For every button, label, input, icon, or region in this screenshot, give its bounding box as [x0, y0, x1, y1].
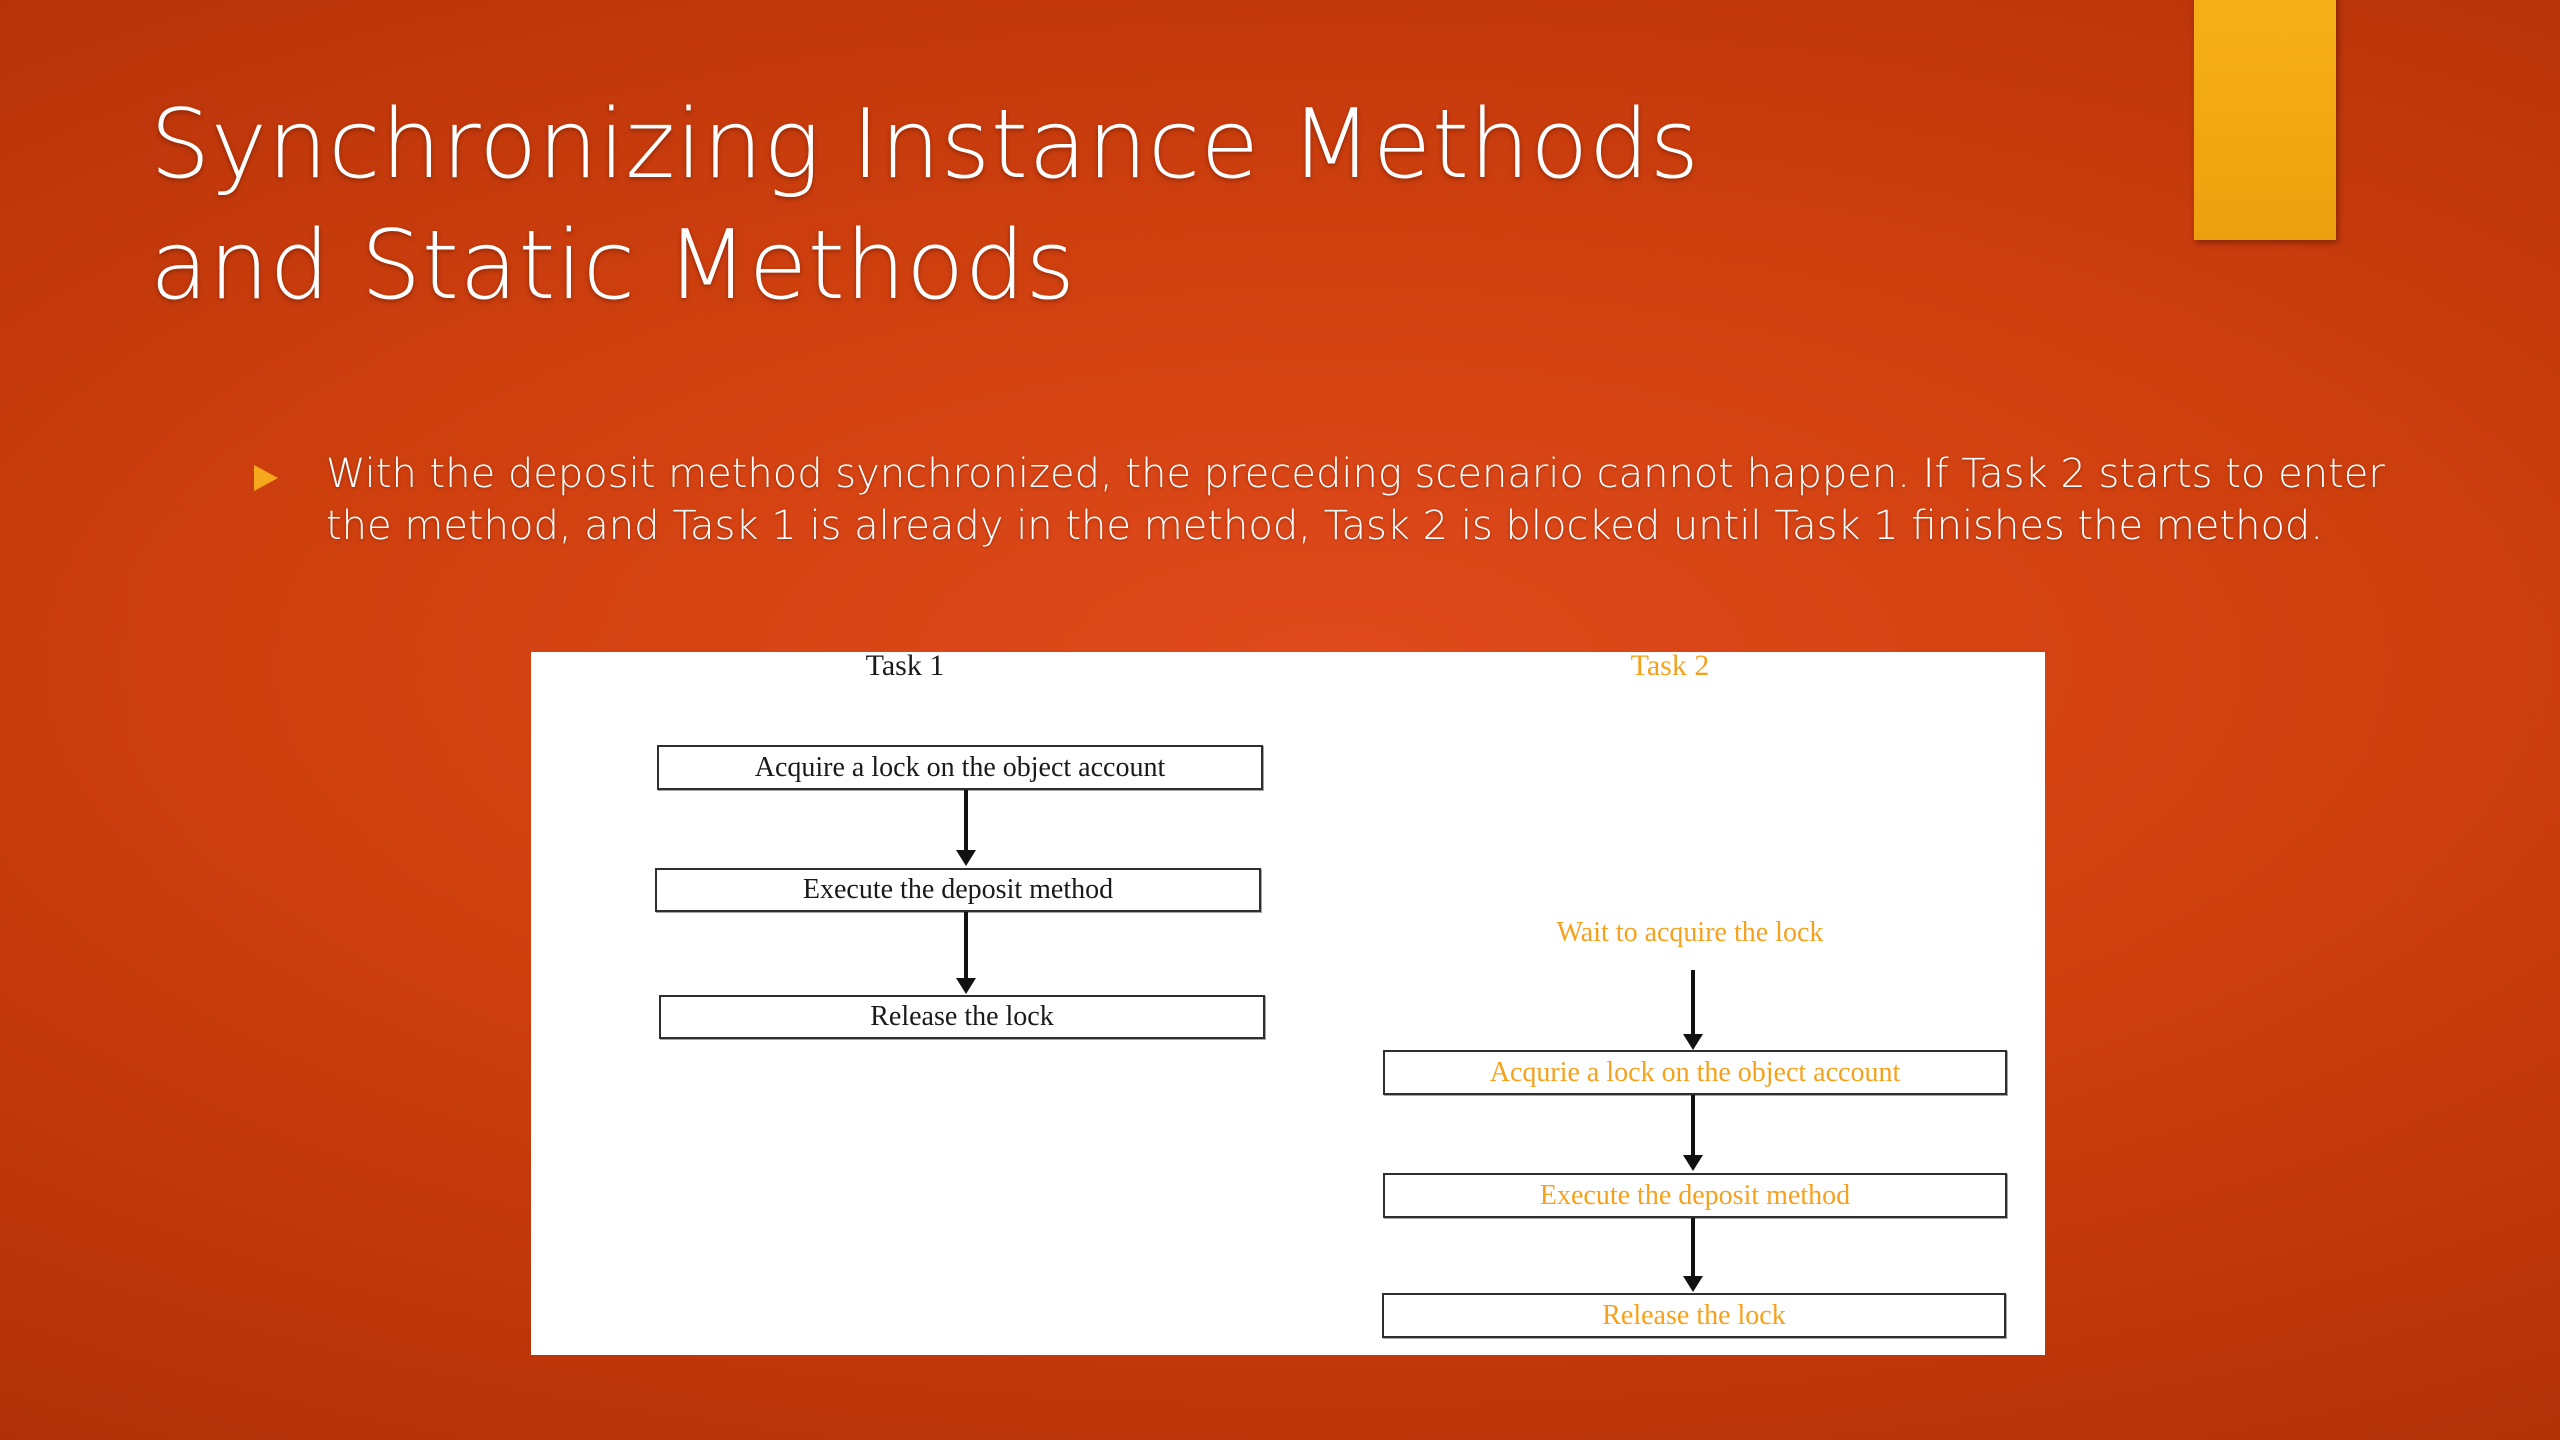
page-title: Synchronizing Instance Methods and Stati… [150, 98, 2130, 314]
task1-arrow-2 [964, 912, 968, 980]
task1-step-3-box: Release the lock [659, 995, 1265, 1039]
accent-rectangle [2194, 0, 2336, 240]
task2-step-1-box: Acqurie a lock on the object account [1383, 1050, 2007, 1095]
body-content: With the deposit method synchronized, th… [248, 448, 2458, 552]
bullet-text: With the deposit method synchronized, th… [326, 451, 2385, 549]
title-line-1: Synchronizing Instance Methods [150, 90, 1700, 200]
title-line-2: and Static Methods [150, 211, 1076, 321]
task2-step-2-box: Execute the deposit method [1383, 1173, 2007, 1218]
task1-step-2-box: Execute the deposit method [655, 868, 1261, 912]
task2-arrow-wait [1691, 970, 1695, 1036]
triangle-bullet-icon [254, 465, 278, 491]
task2-step-3-box: Release the lock [1382, 1293, 2006, 1338]
task1-column-title: Task 1 [865, 649, 945, 682]
task1-step-1-box: Acquire a lock on the object account [657, 745, 1263, 790]
task2-wait-label: Wait to acquire the lock [1556, 917, 1824, 948]
task1-arrow-1 [964, 790, 968, 852]
task2-arrow-1 [1691, 1095, 1695, 1157]
task2-arrow-2 [1691, 1218, 1695, 1278]
task2-column-title: Task 2 [1630, 649, 1710, 682]
diagram-panel: Task 1 Acquire a lock on the object acco… [531, 649, 2045, 1355]
bullet-list-item: With the deposit method synchronized, th… [248, 448, 2458, 552]
